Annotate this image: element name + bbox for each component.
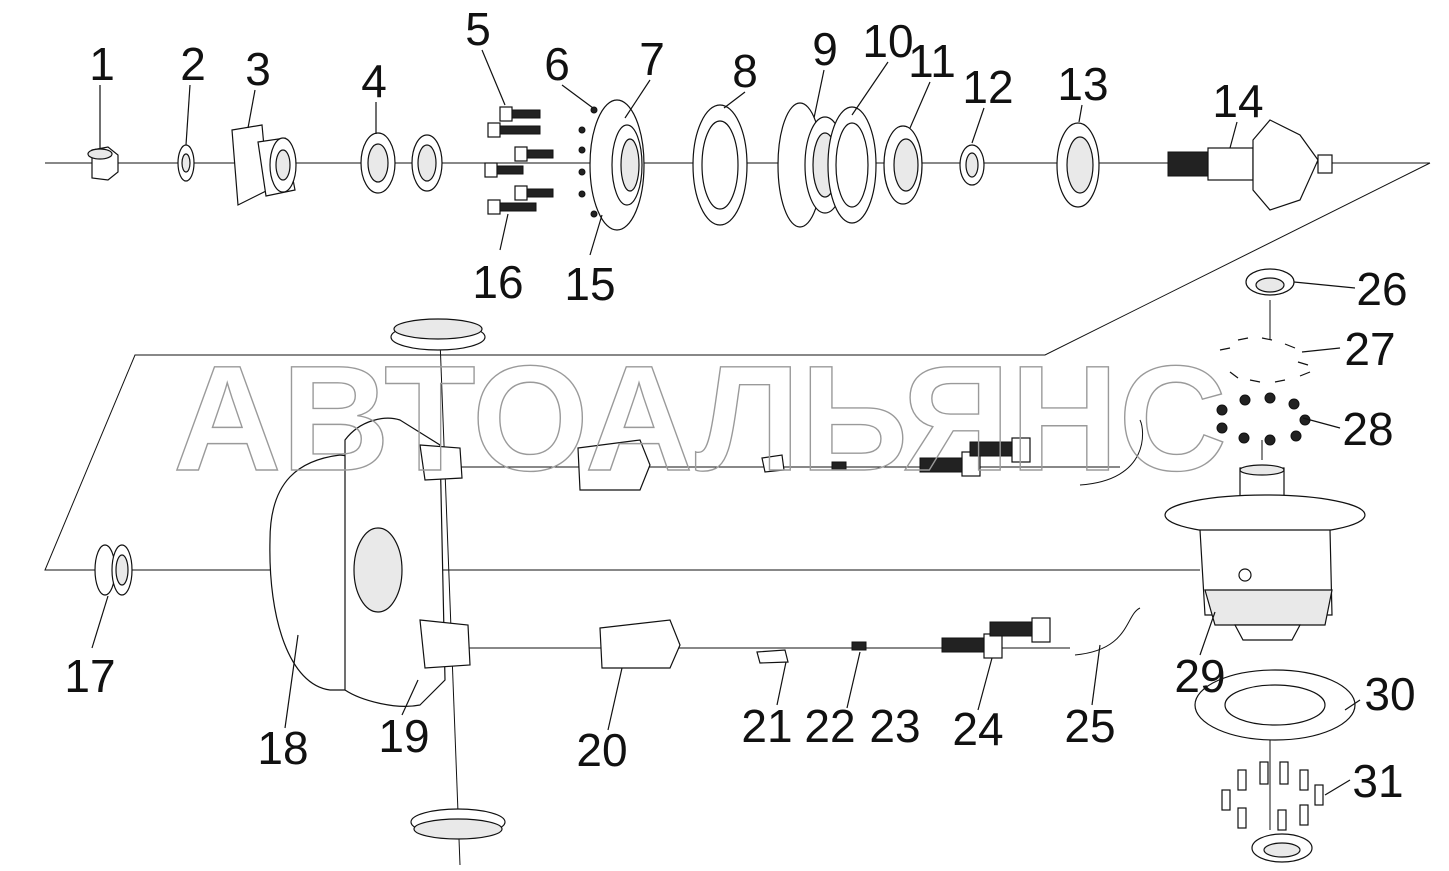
callout-9: 9 [812, 23, 838, 75]
callout-28: 28 [1342, 403, 1393, 455]
part-shim-10 [827, 106, 877, 224]
callout-14: 14 [1212, 75, 1263, 127]
callout-24: 24 [952, 703, 1003, 755]
part-pins-27 [1219, 337, 1311, 383]
part-adjuster-19 [410, 808, 506, 840]
callout-27: 27 [1344, 323, 1395, 375]
part-shim-8 [692, 104, 748, 226]
part-nuts-28 [1216, 392, 1311, 446]
part-adjuster-top [390, 318, 486, 351]
part-bolts-31 [1221, 761, 1324, 831]
callout-7: 7 [639, 33, 665, 85]
part-screws-22 [831, 461, 867, 651]
part-bearing-17 [94, 544, 133, 596]
part-ring-gear-30 [1194, 669, 1356, 741]
callout-17: 17 [64, 650, 115, 702]
callout-11: 11 [908, 35, 956, 87]
part-bolts-5-16 [484, 106, 554, 215]
part-washer-2 [177, 144, 195, 182]
callout-6: 6 [544, 38, 570, 90]
part-carrier-housing-18 [269, 417, 471, 707]
callout-15: 15 [564, 258, 615, 310]
callout-2: 2 [180, 38, 206, 90]
callout-labels: 1 2 3 4 5 6 7 8 9 10 11 12 13 14 15 16 1… [64, 3, 1415, 807]
callout-12: 12 [962, 61, 1013, 113]
callout-29: 29 [1174, 650, 1225, 702]
callout-3: 3 [245, 43, 271, 95]
callout-30: 30 [1364, 668, 1415, 720]
part-lock-plates-21 [756, 454, 789, 664]
part-bearing-26 [1245, 268, 1295, 296]
callout-1: 1 [89, 38, 115, 90]
callout-22: 22 [804, 700, 855, 752]
part-pinion-shaft-14 [1167, 119, 1333, 211]
callout-4: 4 [361, 55, 387, 107]
callout-13: 13 [1057, 58, 1108, 110]
part-bearing-caps-20 [577, 439, 681, 669]
callout-10: 10 [862, 15, 913, 67]
callout-25: 25 [1064, 700, 1115, 752]
part-nut-1 [87, 146, 119, 181]
callout-31: 31 [1352, 755, 1403, 807]
part-bearing-13 [1056, 122, 1100, 208]
callout-23: 23 [869, 700, 920, 752]
part-cap-bolts-24 [919, 437, 1051, 659]
callout-26: 26 [1356, 263, 1407, 315]
part-ring-12 [959, 144, 985, 186]
callout-20: 20 [576, 724, 627, 776]
part-bearing-11 [883, 125, 923, 205]
part-seals-4 [360, 132, 443, 194]
part-bearing-bottom [1251, 833, 1313, 863]
watermark-text: АВТОАЛЬЯНС [173, 334, 1227, 502]
part-bearing-housing-7 [589, 99, 645, 231]
leader-lines [91, 49, 1361, 796]
callout-19: 19 [378, 710, 429, 762]
callout-8: 8 [732, 45, 758, 97]
part-flange-3 [231, 124, 297, 206]
callout-16: 16 [472, 256, 523, 308]
part-differential-29 [1164, 464, 1366, 641]
callout-5: 5 [465, 3, 491, 55]
callout-18: 18 [257, 722, 308, 774]
part-lock-washers-6 [578, 106, 598, 218]
callout-21: 21 [741, 700, 792, 752]
